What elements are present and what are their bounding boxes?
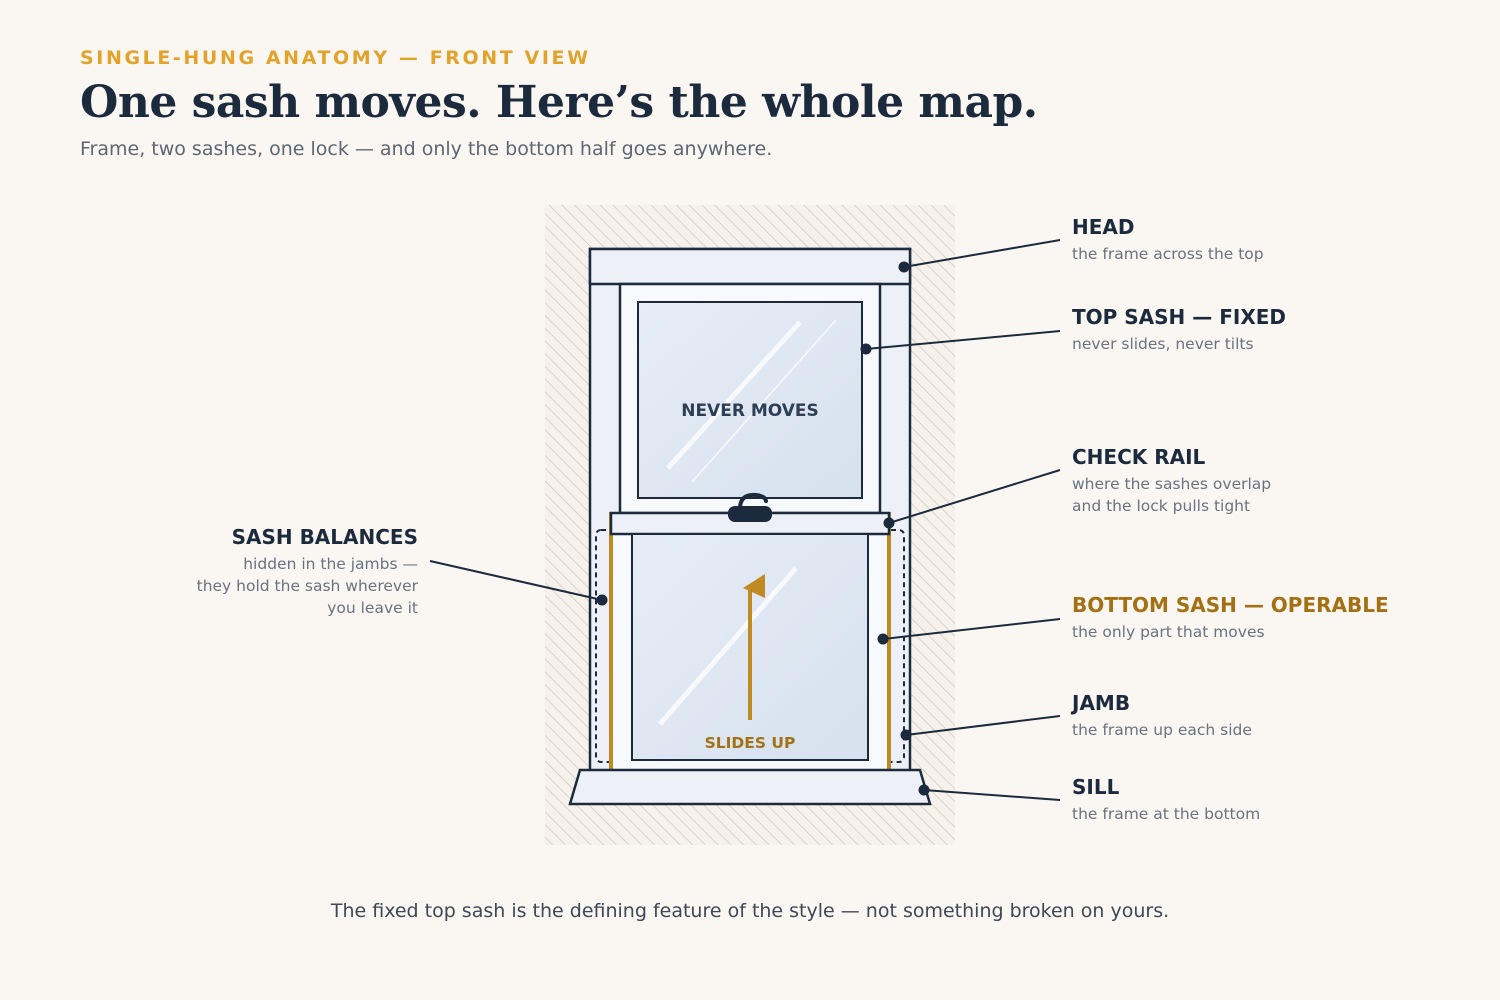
top-glass-glare	[666, 320, 802, 470]
callout-top-sash: TOP SASH — FIXED never slides, never til…	[1072, 304, 1286, 355]
sill	[568, 768, 932, 806]
callout-jamb-desc: the frame up each side	[1072, 721, 1252, 739]
slides-up-arrow-icon	[743, 574, 765, 720]
bottom-glass-glare	[658, 566, 798, 726]
dot-bottom-sash	[877, 633, 889, 645]
callout-bottom-sash-title: BOTTOM SASH — OPERABLE	[1072, 593, 1389, 617]
leader-sill	[923, 789, 1061, 801]
callout-sash-balances-desc-2: they hold the sash wherever	[196, 577, 418, 595]
callout-bottom-sash: BOTTOM SASH — OPERABLE the only part tha…	[1072, 592, 1389, 643]
callout-check-rail-desc-2: and the lock pulls tight	[1072, 497, 1251, 515]
leader-sash-balances	[429, 560, 603, 601]
eyebrow: SINGLE-HUNG ANATOMY — FRONT VIEW	[80, 47, 591, 69]
callout-sash-balances-desc-1: hidden in the jambs —	[243, 555, 418, 573]
leader-bottom-sash	[882, 618, 1061, 640]
head	[588, 247, 912, 286]
callout-sash-balances-title: SASH BALANCES	[231, 525, 418, 549]
dot-sill	[918, 784, 930, 796]
dot-jamb	[900, 729, 912, 741]
callout-sash-balances: SASH BALANCES hidden in the jambs — they…	[197, 524, 418, 619]
callout-bottom-sash-desc: the only part that moves	[1072, 623, 1265, 641]
leader-lines	[429, 239, 1061, 801]
bottom-pane-label: SLIDES UP	[705, 734, 796, 752]
header: SINGLE-HUNG ANATOMY — FRONT VIEW One sas…	[80, 46, 1420, 162]
page-subtitle: Frame, two sashes, one lock — and only t…	[80, 138, 773, 160]
leader-jamb	[905, 715, 1061, 736]
callout-head-desc: the frame across the top	[1072, 245, 1264, 263]
top-pane-label: NEVER MOVES	[681, 401, 819, 421]
callout-jamb-title: JAMB	[1072, 691, 1131, 715]
callout-check-rail-desc-1: where the sashes overlap	[1072, 475, 1272, 493]
callout-top-sash-desc: never slides, never tilts	[1072, 335, 1254, 353]
callout-sill-desc: the frame at the bottom	[1072, 805, 1261, 823]
callout-check-rail: CHECK RAIL where the sashes overlap and …	[1072, 444, 1271, 517]
top-glass	[637, 301, 863, 499]
top-glass-glare-thin	[691, 319, 837, 483]
dot-check-rail	[883, 517, 895, 529]
dot-head	[898, 261, 910, 273]
leader-check-rail	[888, 469, 1061, 524]
leader-head	[903, 239, 1061, 268]
callout-top-sash-title: TOP SASH — FIXED	[1072, 305, 1287, 329]
dot-top-sash	[860, 343, 872, 355]
page-title: One sash moves. Here’s the whole map.	[80, 77, 1038, 128]
callout-sill-title: SILL	[1072, 775, 1120, 799]
callout-sill: SILL the frame at the bottom	[1072, 774, 1260, 825]
dot-sash-balances	[596, 594, 608, 606]
callout-head: HEAD the frame across the top	[1072, 214, 1264, 265]
callout-head-title: HEAD	[1072, 215, 1135, 239]
leader-top-sash	[865, 330, 1061, 350]
callout-sash-balances-desc-3: you leave it	[327, 599, 418, 617]
callout-check-rail-title: CHECK RAIL	[1072, 445, 1206, 469]
sash-lock-icon	[728, 492, 772, 522]
leader-dots	[596, 261, 930, 796]
footer-note: The fixed top sash is the defining featu…	[330, 900, 1170, 922]
callout-jamb: JAMB the frame up each side	[1072, 690, 1252, 741]
